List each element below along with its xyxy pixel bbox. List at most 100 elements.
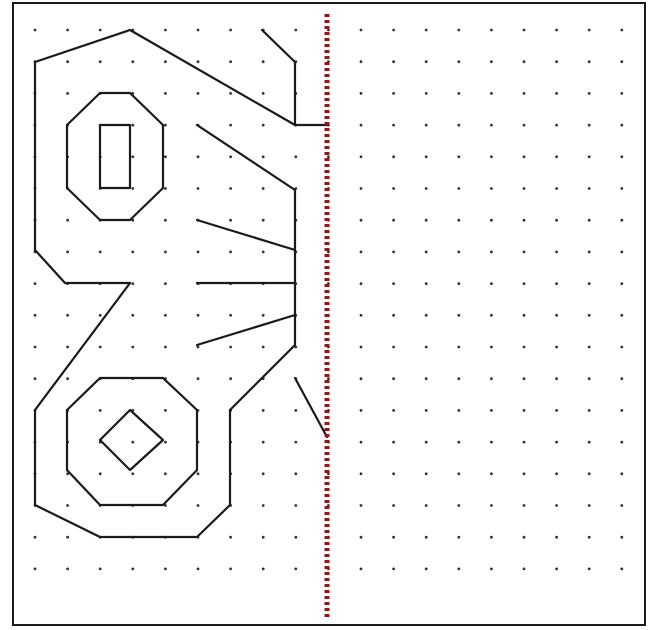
grid-dot [425,504,428,507]
grid-dot [490,314,493,317]
grid-dot [523,60,526,63]
grid-dot [392,536,395,539]
grid-dot [555,536,558,539]
grid-dot [523,409,526,412]
grid-dot [229,124,232,127]
grid-dot [620,155,623,158]
grid-dot [425,568,428,571]
grid-dot [555,155,558,158]
grid-dot [164,29,167,32]
grid-dot [392,60,395,63]
grid-dot [197,60,200,63]
grid-dot [392,155,395,158]
grid-dot [197,377,200,380]
lower-diamond [100,410,163,470]
grid-dot [555,409,558,412]
grid-dot [262,92,265,95]
grid-dot [588,536,591,539]
grid-dot [360,29,363,32]
grid-dot [131,472,134,475]
grid-dot [392,346,395,349]
grid-dot [229,568,232,571]
grid-dot [164,60,167,63]
grid-dot [588,60,591,63]
grid-dot [66,251,69,254]
grid-dot [262,568,265,571]
grid-dot [360,219,363,222]
grid-dot [392,92,395,95]
grid-dot [457,155,460,158]
grid-dot [131,282,134,285]
grid-dot [425,441,428,444]
grid-dot [490,472,493,475]
grid-dot [197,155,200,158]
grid-dot [164,187,167,190]
grid-dot [229,155,232,158]
grid-dot [197,504,200,507]
grid-dot [392,29,395,32]
grid-dot [588,282,591,285]
grid-dot [262,504,265,507]
grid-dot [262,314,265,317]
grid-dot [425,92,428,95]
grid-dot [588,92,591,95]
butterfly-left-half [35,30,327,537]
grid-dot [555,219,558,222]
grid-dot [262,124,265,127]
grid-dot [555,377,558,380]
grid-dot [523,346,526,349]
grid-dot [555,314,558,317]
grid-dot [457,187,460,190]
grid-dot [457,60,460,63]
grid-dot [66,60,69,63]
grid-dot [620,29,623,32]
grid-dot [457,536,460,539]
grid-dot [392,251,395,254]
grid-dot [164,409,167,412]
grid-dot [164,124,167,127]
grid-dot [620,219,623,222]
vein-4 [197,315,295,345]
grid-dot [66,377,69,380]
grid-dot [392,568,395,571]
grid-dot [620,60,623,63]
grid-dot [34,536,37,539]
grid-dot [99,29,102,32]
grid-dot [294,441,297,444]
grid-dot [360,346,363,349]
grid-dot [164,251,167,254]
upper-rectangle [100,125,130,188]
grid-dot [490,187,493,190]
grid-dot [425,472,428,475]
grid-dot [490,346,493,349]
grid-dot [360,282,363,285]
grid-dot [588,124,591,127]
grid-dot [392,504,395,507]
grid-dot [523,251,526,254]
grid-dot [523,377,526,380]
grid-dot [523,472,526,475]
grid-dot [490,60,493,63]
grid-dot [262,219,265,222]
grid-dot [392,441,395,444]
grid-dot [360,124,363,127]
grid-dot [620,504,623,507]
grid-dot [34,29,37,32]
grid-dot [131,568,134,571]
grid-dot [360,472,363,475]
grid-dot [457,377,460,380]
grid-dot [620,536,623,539]
grid-dot [555,504,558,507]
grid-dot [360,92,363,95]
grid-dot [588,409,591,412]
grid-dot [360,314,363,317]
grid-dot [229,92,232,95]
grid-dot [457,441,460,444]
grid-dot [164,441,167,444]
grid-dot [66,92,69,95]
grid-dot [294,409,297,412]
grid-dot [555,251,558,254]
grid-dot [164,568,167,571]
grid-dot [164,155,167,158]
grid-dot [229,314,232,317]
